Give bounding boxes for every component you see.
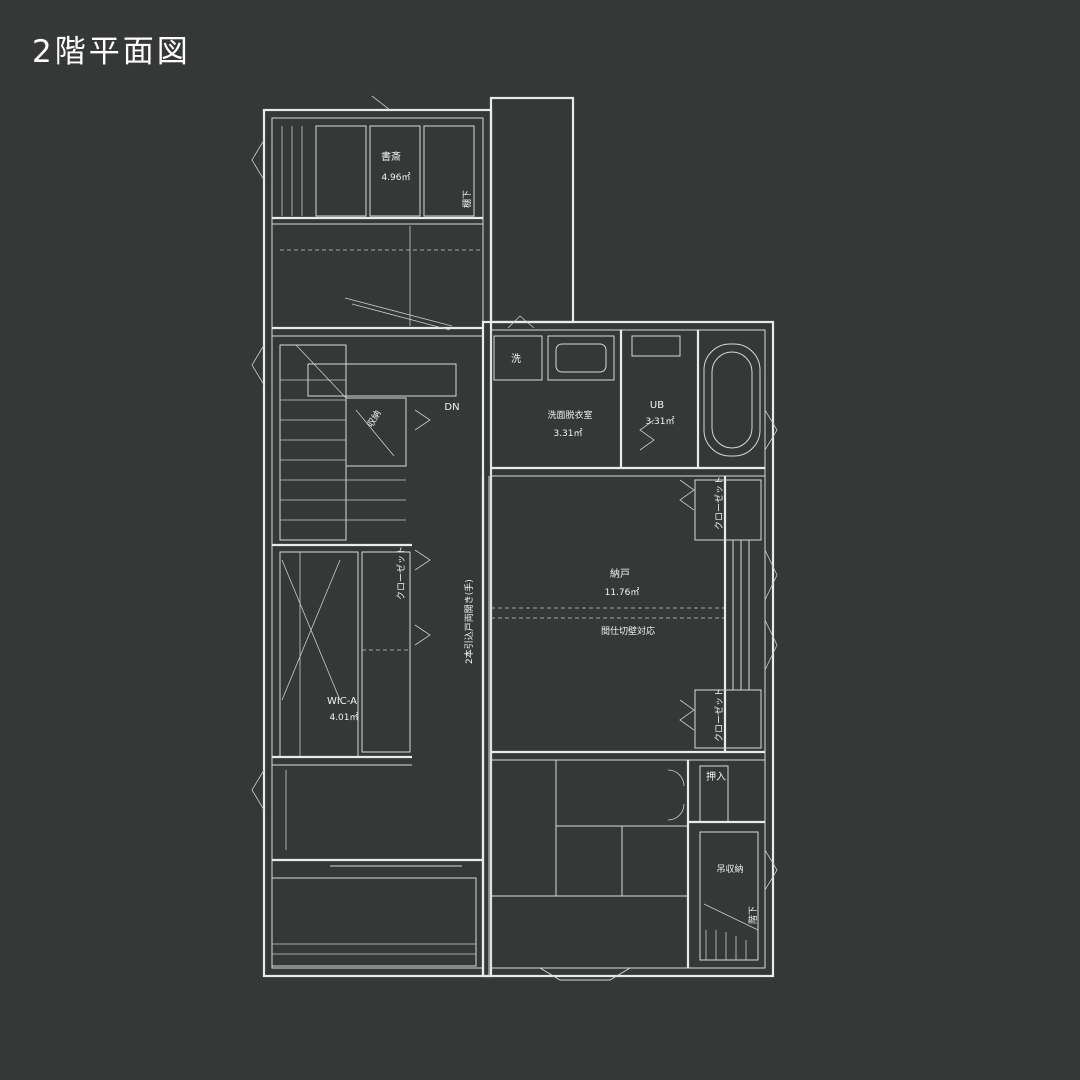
interior-walls: [271, 125, 765, 981]
study-area: 4.96㎡: [381, 172, 410, 183]
outer-walls: [262, 96, 775, 978]
main-room-name: 納戸: [610, 567, 630, 580]
oshiire-label: 押入: [706, 770, 726, 783]
ub-name: UB: [650, 400, 664, 411]
washer-label: 洗: [511, 353, 521, 365]
stair-below-label: 階下: [748, 906, 759, 924]
partition-note: 間仕切壁対応: [601, 625, 655, 637]
stair-storage-label: 収納: [364, 408, 383, 430]
study-name: 書斎: [381, 150, 401, 163]
main-room-area: 11.76㎡: [605, 587, 640, 598]
page-title: 2階平面図: [32, 34, 191, 70]
doors: [251, 95, 778, 891]
hanging-storage-label: 吊収納: [716, 863, 743, 875]
washroom-area: 3.31㎡: [553, 428, 582, 439]
ub-area: 3.31㎡: [645, 416, 674, 427]
study-shelf: 棚下: [461, 190, 473, 208]
wic-name: WIC-A: [327, 696, 357, 707]
washroom-name: 洗面脱衣室: [547, 409, 592, 421]
closet-c-label: クローゼット: [713, 688, 725, 742]
closet-a-label: クローゼット: [395, 546, 407, 600]
stairs-dn-label: DN: [444, 402, 459, 413]
hall-note: 2本引込戸両開き(手): [463, 579, 475, 664]
closet-b-label: クローゼット: [713, 476, 725, 530]
wic-area: 4.01㎡: [329, 712, 358, 723]
